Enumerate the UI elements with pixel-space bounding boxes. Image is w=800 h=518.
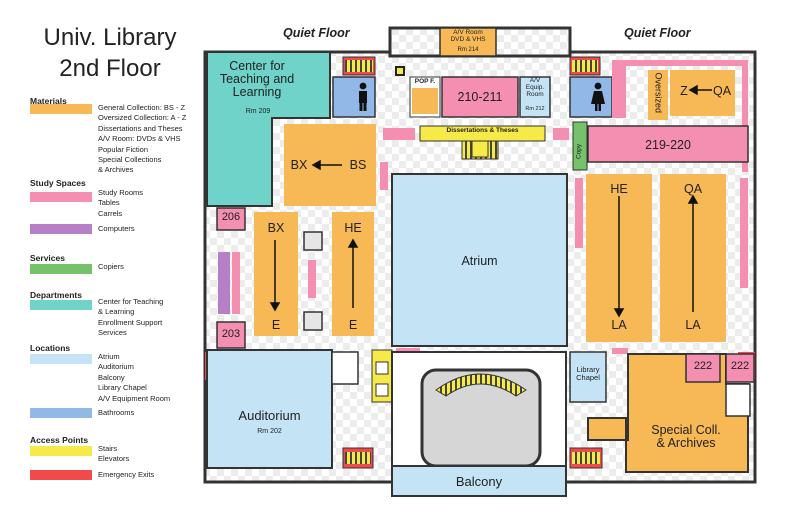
room-206-label[interactable]: 206	[221, 211, 241, 223]
legend-swatch-locations	[30, 354, 92, 364]
z-qa-shelves	[670, 70, 735, 116]
library-chapel-room	[569, 351, 607, 403]
auditorium-label[interactable]: Auditorium	[238, 408, 301, 423]
bx-e-top-label: BX	[267, 221, 285, 235]
study-room-203	[216, 321, 246, 349]
study-room-222a	[685, 353, 721, 383]
legend-heading-access: Access Points	[30, 435, 89, 445]
av-equipment-label[interactable]: A/V Equip. Room	[525, 77, 545, 98]
av-equipment-room-number: Rm 212	[525, 106, 545, 112]
woman-icon	[591, 82, 605, 111]
he-la-top-label: HE	[610, 182, 628, 196]
auditorium-room-number: Rm 202	[257, 428, 282, 435]
bx-e-shelves	[254, 212, 298, 336]
bx-bs-from-label: BX	[290, 158, 308, 172]
legend-text-study-rooms: Study Rooms Tables Carrels	[98, 188, 144, 218]
legend-text-computers: Computers	[98, 224, 135, 233]
qa-la-bottom-label: LA	[685, 318, 701, 332]
bx-bs-to-label: BS	[349, 158, 367, 172]
av-equipment-room	[519, 76, 551, 118]
legend-swatch-exits	[30, 470, 92, 480]
legend-heading-services: Services	[30, 253, 65, 263]
center-for-teaching-label[interactable]: Center for Teaching and Learning	[219, 59, 295, 100]
legend-heading-departments: Departments	[30, 290, 82, 300]
bx-e-bottom-label: E	[271, 318, 281, 332]
legend-text-copiers: Copiers	[98, 262, 124, 271]
map-title-line1: Univ. Library	[43, 24, 177, 51]
qa-la-top-label: QA	[683, 182, 703, 196]
balcony-area	[391, 465, 567, 497]
av-room-number: Rm 214	[457, 47, 479, 53]
bathroom-men	[332, 76, 376, 118]
center-for-teaching-room	[206, 51, 331, 207]
bathroom-women	[569, 76, 613, 118]
room-222a-label[interactable]: 222	[693, 360, 713, 372]
legend-heading-locations: Locations	[30, 343, 71, 353]
balcony-label[interactable]: Balcony	[455, 474, 503, 489]
legend-swatch-computers	[30, 224, 92, 234]
legend-heading-materials: Materials	[30, 96, 67, 106]
room-222b-label[interactable]: 222	[730, 360, 750, 372]
legend-swatch-stairs	[30, 446, 92, 456]
room-203-label[interactable]: 203	[221, 328, 241, 340]
study-room-222b	[725, 353, 755, 383]
room-219-220-label[interactable]: 219-220	[645, 138, 691, 152]
z-qa-from-label: Z	[680, 84, 688, 98]
he-la-bottom-label: LA	[611, 318, 627, 332]
atrium-label[interactable]: Atrium	[461, 254, 498, 268]
he-e-top-label: HE	[344, 221, 362, 235]
quiet-floor-label-left: Quiet Floor	[283, 26, 350, 40]
library-chapel-label[interactable]: Library Chapel	[576, 365, 600, 382]
legend-heading-study: Study Spaces	[30, 178, 86, 188]
dissertations-label: Dissertations & Theses	[446, 127, 519, 134]
copier	[572, 121, 588, 171]
special-collections-label[interactable]: Special Coll. & Archives	[651, 423, 721, 451]
auditorium-area	[206, 349, 333, 469]
legend-swatch-bathrooms	[30, 408, 92, 418]
man-icon	[359, 82, 367, 111]
study-room-210-211	[441, 76, 519, 118]
study-room-206	[216, 207, 246, 231]
map-title-line2: 2nd Floor	[59, 55, 161, 82]
center-for-teaching-room-number: Rm 209	[245, 108, 271, 115]
legend-text-exits: Emergency Exits	[98, 470, 155, 479]
oversized-shelf	[648, 70, 668, 120]
copy-label[interactable]: Copy	[575, 143, 583, 159]
quiet-floor-label-right: Quiet Floor	[624, 26, 691, 40]
av-room	[439, 27, 497, 57]
legend-swatch-copiers	[30, 264, 92, 274]
legend-swatch-departments	[30, 300, 92, 310]
atrium-area	[391, 173, 568, 347]
room-210-211-label[interactable]: 210-211	[457, 90, 503, 104]
popular-fiction-label[interactable]: POP F.	[414, 78, 436, 85]
legend-text-stairs: Stairs Elevators	[98, 444, 130, 464]
oversized-label: Oversized	[653, 72, 664, 113]
legend-text-bathrooms: Bathrooms	[98, 408, 135, 417]
z-qa-to-label: QA	[712, 84, 732, 98]
study-room-219-220	[587, 125, 749, 163]
he-e-bottom-label: E	[348, 318, 358, 332]
legend-text-departments: Center for Teaching & Learning Enrollmen…	[98, 297, 164, 338]
legend-text-locations: Atrium Auditorium Balcony Library Chapel…	[98, 352, 171, 403]
av-room-label[interactable]: A/V Room DVD & VHS	[450, 29, 486, 43]
computers	[218, 252, 230, 314]
legend-text-materials: General Collection: BS - Z Oversized Col…	[98, 103, 187, 175]
legend-swatch-materials	[30, 104, 92, 114]
legend-swatch-study-rooms	[30, 192, 92, 202]
